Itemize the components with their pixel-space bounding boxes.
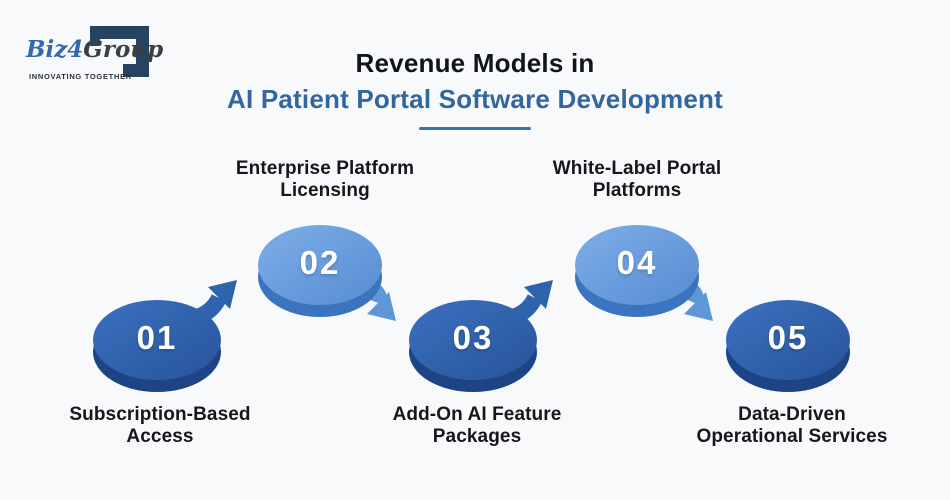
biz4group-logo: Biz4Group INNOVATING TOGETHER bbox=[22, 16, 172, 88]
logo-tagline: INNOVATING TOGETHER bbox=[29, 72, 132, 81]
step-05-label-line1: Data-Driven bbox=[738, 404, 846, 425]
step-01-label: Subscription-Based Access bbox=[10, 404, 310, 449]
title-block: Revenue Models in AI Patient Portal Soft… bbox=[0, 48, 950, 130]
logo-text-group: Group bbox=[83, 36, 164, 63]
step-01-label-line2: Access bbox=[126, 426, 194, 448]
title-underline bbox=[419, 127, 531, 130]
step-02-badge: 02 bbox=[242, 195, 422, 345]
logo-text-4: 4 bbox=[67, 36, 84, 63]
disc-3d-shape bbox=[575, 225, 699, 317]
logo-text-biz: Biz bbox=[26, 36, 68, 63]
step-04-badge: 04 bbox=[559, 195, 739, 345]
logo-bracket-icon bbox=[90, 26, 149, 77]
step-04-label: White-Label Portal Platforms bbox=[487, 158, 787, 203]
step-02-disc-graphic bbox=[258, 225, 396, 321]
step-04-label-line1: White-Label Portal bbox=[552, 158, 722, 179]
step-02-label-line2: Licensing bbox=[280, 180, 370, 202]
step-02-number: 02 bbox=[299, 244, 341, 282]
step-01-label-line1: Subscription-Based bbox=[69, 404, 251, 425]
disc-3d-shape bbox=[93, 300, 221, 392]
logo-wordmark: Biz4Group bbox=[26, 36, 163, 63]
disc-3d-shape bbox=[258, 225, 382, 317]
step-03-label-line2: Packages bbox=[432, 426, 522, 448]
step-03-label: Add-On AI Feature Packages bbox=[327, 404, 627, 449]
step-05-label: Data-Driven Operational Services bbox=[642, 404, 942, 449]
step-03-badge: 03 bbox=[395, 258, 575, 408]
step-03-label-line1: Add-On AI Feature bbox=[392, 404, 562, 425]
step-04-label-line2: Platforms bbox=[592, 180, 682, 202]
page-title-line2: AI Patient Portal Software Development bbox=[227, 84, 723, 114]
page-title-line1: Revenue Models in bbox=[355, 48, 595, 78]
step-02-label-line1: Enterprise Platform bbox=[235, 158, 415, 179]
disc-3d-shape bbox=[726, 300, 850, 392]
step-05-label-line2: Operational Services bbox=[696, 426, 888, 448]
step-01-number: 01 bbox=[136, 319, 178, 357]
step-02-label: Enterprise Platform Licensing bbox=[175, 158, 475, 203]
step-01-disc-graphic bbox=[93, 280, 237, 392]
step-04-number: 04 bbox=[616, 244, 658, 282]
disc-3d-shape bbox=[409, 300, 537, 392]
step-04-disc-graphic bbox=[575, 225, 713, 321]
step-05-number: 05 bbox=[767, 319, 809, 357]
step-03-disc-graphic bbox=[409, 280, 553, 392]
step-01-badge: 01 bbox=[79, 258, 259, 408]
step-05-badge: 05 bbox=[710, 258, 890, 408]
step-03-number: 03 bbox=[452, 319, 494, 357]
step-05-disc-graphic bbox=[726, 300, 850, 392]
